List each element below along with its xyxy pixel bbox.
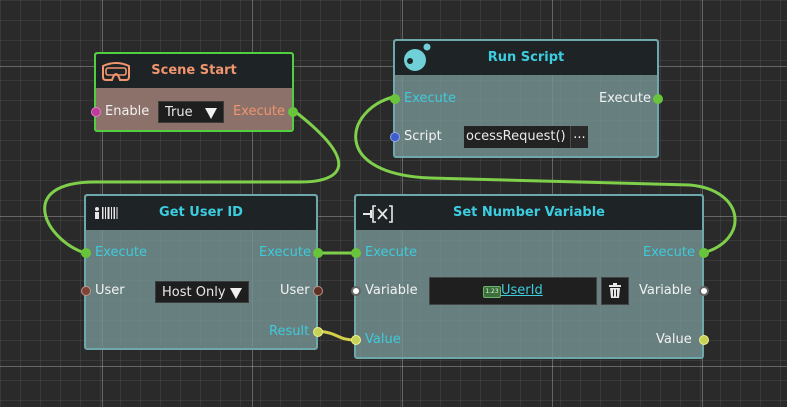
script-input[interactable]: ocessRequest() (464, 126, 570, 148)
variable-input-pin[interactable] (351, 286, 361, 296)
get-user-id-title: Get User ID (159, 205, 243, 220)
script-input-pin[interactable] (390, 132, 400, 142)
result-label: Result (269, 324, 310, 339)
user-mode-dropdown[interactable]: Host Only (155, 281, 249, 303)
script-bubble-icon (404, 43, 431, 71)
enable-input-pin[interactable] (91, 107, 101, 117)
run-script-execute-output-pin[interactable] (653, 94, 663, 104)
run-script-execute-input-pin[interactable] (390, 94, 400, 104)
get-user-id-node[interactable]: Get User ID Execute Execute User Host On… (81, 194, 323, 350)
value-input-pin[interactable] (351, 335, 361, 345)
variable-output-pin[interactable] (699, 286, 709, 296)
script-browse-button[interactable]: ... (570, 126, 588, 148)
value-in-label: Value (365, 332, 401, 347)
value-output-pin[interactable] (699, 335, 709, 345)
get-user-id-execute-output-pin[interactable] (313, 248, 323, 258)
run-script-title: Run Script (487, 50, 565, 65)
trash-icon (609, 283, 621, 298)
run-script-execute-in-label: Execute (404, 91, 456, 106)
set-number-execute-input-pin[interactable] (351, 248, 361, 258)
enable-dropdown-value: True (165, 105, 193, 120)
set-number-variable-title: Set Number Variable (452, 205, 605, 220)
variable-selector[interactable]: 1.23 UserId (429, 277, 597, 305)
scene-start-execute-output-pin[interactable] (288, 107, 298, 117)
get-user-id-execute-out-label: Execute (259, 245, 311, 260)
vr-headset-icon (102, 62, 130, 81)
delete-variable-button[interactable] (601, 277, 629, 305)
enable-label: Enable (105, 104, 150, 119)
set-number-execute-out-label: Execute (643, 245, 695, 260)
user-in-label: User (95, 283, 125, 298)
dropdown-arrow-icon (205, 108, 217, 119)
grid-line (0, 366, 787, 367)
set-number-variable-header[interactable]: Set Number Variable (356, 196, 702, 230)
variable-out-label: Variable (639, 283, 692, 298)
user-input-pin[interactable] (81, 286, 91, 296)
value-out-label: Value (656, 332, 692, 347)
get-user-id-execute-input-pin[interactable] (81, 248, 91, 258)
set-number-variable-node[interactable]: Set Number Variable Execute Execute Vari… (351, 194, 709, 359)
user-output-pin[interactable] (313, 286, 323, 296)
get-user-id-execute-in-label: Execute (95, 245, 147, 260)
number-type-icon: 1.23 (483, 286, 501, 298)
set-number-execute-output-pin[interactable] (699, 248, 709, 258)
dropdown-arrow-icon (230, 288, 242, 299)
scene-start-title: Scene Start (151, 63, 237, 78)
variable-name-link[interactable]: UserId (501, 283, 543, 298)
scene-start-node[interactable]: Scene Start Enable True Execute (91, 52, 298, 132)
run-script-node[interactable]: Run Script Execute Execute Script ocessR… (390, 39, 663, 158)
user-mode-value: Host Only (162, 285, 226, 300)
get-user-id-header[interactable]: Get User ID (86, 196, 316, 230)
result-output-pin[interactable] (313, 327, 323, 337)
run-script-header[interactable]: Run Script (395, 41, 657, 75)
user-out-label: User (280, 283, 310, 298)
run-script-execute-out-label: Execute (599, 91, 651, 106)
scene-start-header[interactable]: Scene Start (96, 54, 292, 88)
script-label: Script (404, 129, 442, 144)
enable-dropdown[interactable]: True (158, 101, 224, 123)
scene-start-execute-label: Execute (233, 104, 285, 119)
variable-in-label: Variable (365, 283, 418, 298)
set-number-execute-in-label: Execute (365, 245, 417, 260)
